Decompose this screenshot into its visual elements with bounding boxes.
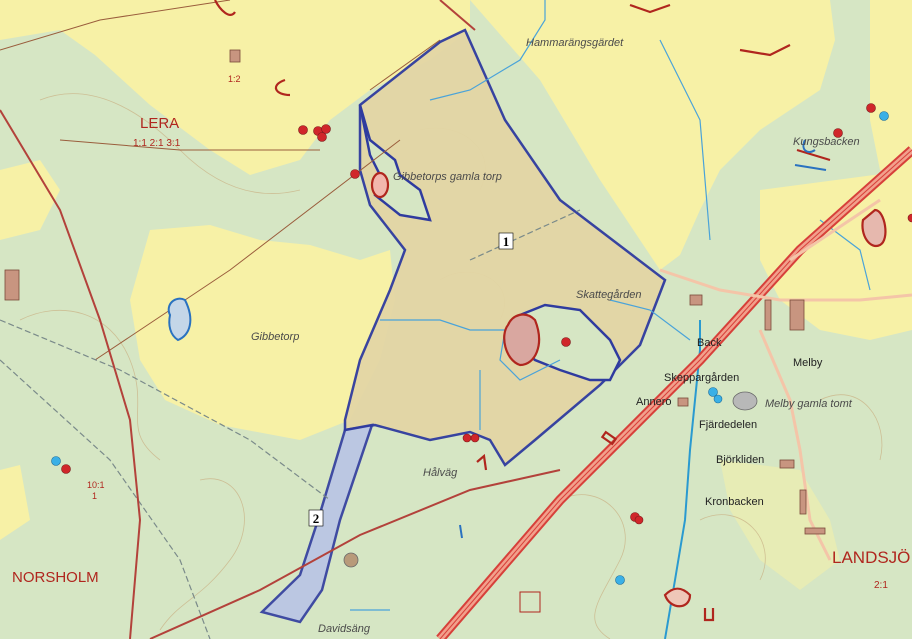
blue-small-features (459, 139, 827, 539)
zone-label-2: 2 (308, 509, 324, 527)
place-gibbetorps-gamla-torp: Gibbetorps gamla torp (393, 171, 502, 183)
red-points (61, 103, 912, 525)
place-kungsbacken: Kungsbacken (793, 136, 860, 148)
stream-blue-thick (664, 320, 701, 639)
place-hammarangsgardet: Hammarängsgärdet (526, 37, 624, 49)
tracks (0, 209, 581, 639)
place-halvag: Hålväg (423, 467, 458, 479)
cyan-points (51, 111, 889, 585)
ancient-remains (214, 0, 887, 622)
area-ratios-landsjo: 2:1 (874, 580, 888, 591)
place-fjardedelen: Fjärdedelen (699, 419, 757, 431)
zone-label-1: 1 (498, 232, 514, 250)
place-gibbetorp: Gibbetorp (251, 331, 299, 343)
place-kronbacken: Kronbacken (705, 496, 764, 508)
area-ratios-lera: 1:1 2:1 3:1 (133, 138, 181, 149)
property-boundaries (0, 0, 441, 361)
wetland-feature (167, 297, 192, 342)
area-label-lera: LERA (140, 115, 179, 132)
ratio-label-1: 1 (92, 491, 97, 501)
place-skattegarden: Skattegården (576, 289, 641, 301)
ratio-label-1-2: 1:2 (228, 74, 241, 84)
place-melby: Melby (793, 357, 823, 369)
svg-text:1: 1 (503, 234, 510, 249)
area-label-norsholm: NORSHOLM (12, 569, 99, 586)
open-land-areas (0, 0, 912, 590)
highway (436, 146, 912, 639)
place-annero: Annero (636, 396, 671, 408)
gray-markers (343, 391, 758, 568)
area-label-landsjo: LANDSJÖ (832, 548, 910, 567)
place-back: Back (697, 337, 722, 349)
buildings (4, 49, 826, 535)
roads (0, 0, 561, 639)
place-melby-gamla-tomt: Melby gamla tomt (765, 398, 853, 410)
ratio-label-10-1: 10:1 (87, 480, 105, 490)
place-skeppargarden: Skeppargården (664, 372, 739, 384)
place-davidsang: Davidsäng (318, 623, 371, 635)
place-bjorkliden: Björkliden (716, 454, 764, 466)
svg-text:2: 2 (313, 511, 320, 526)
